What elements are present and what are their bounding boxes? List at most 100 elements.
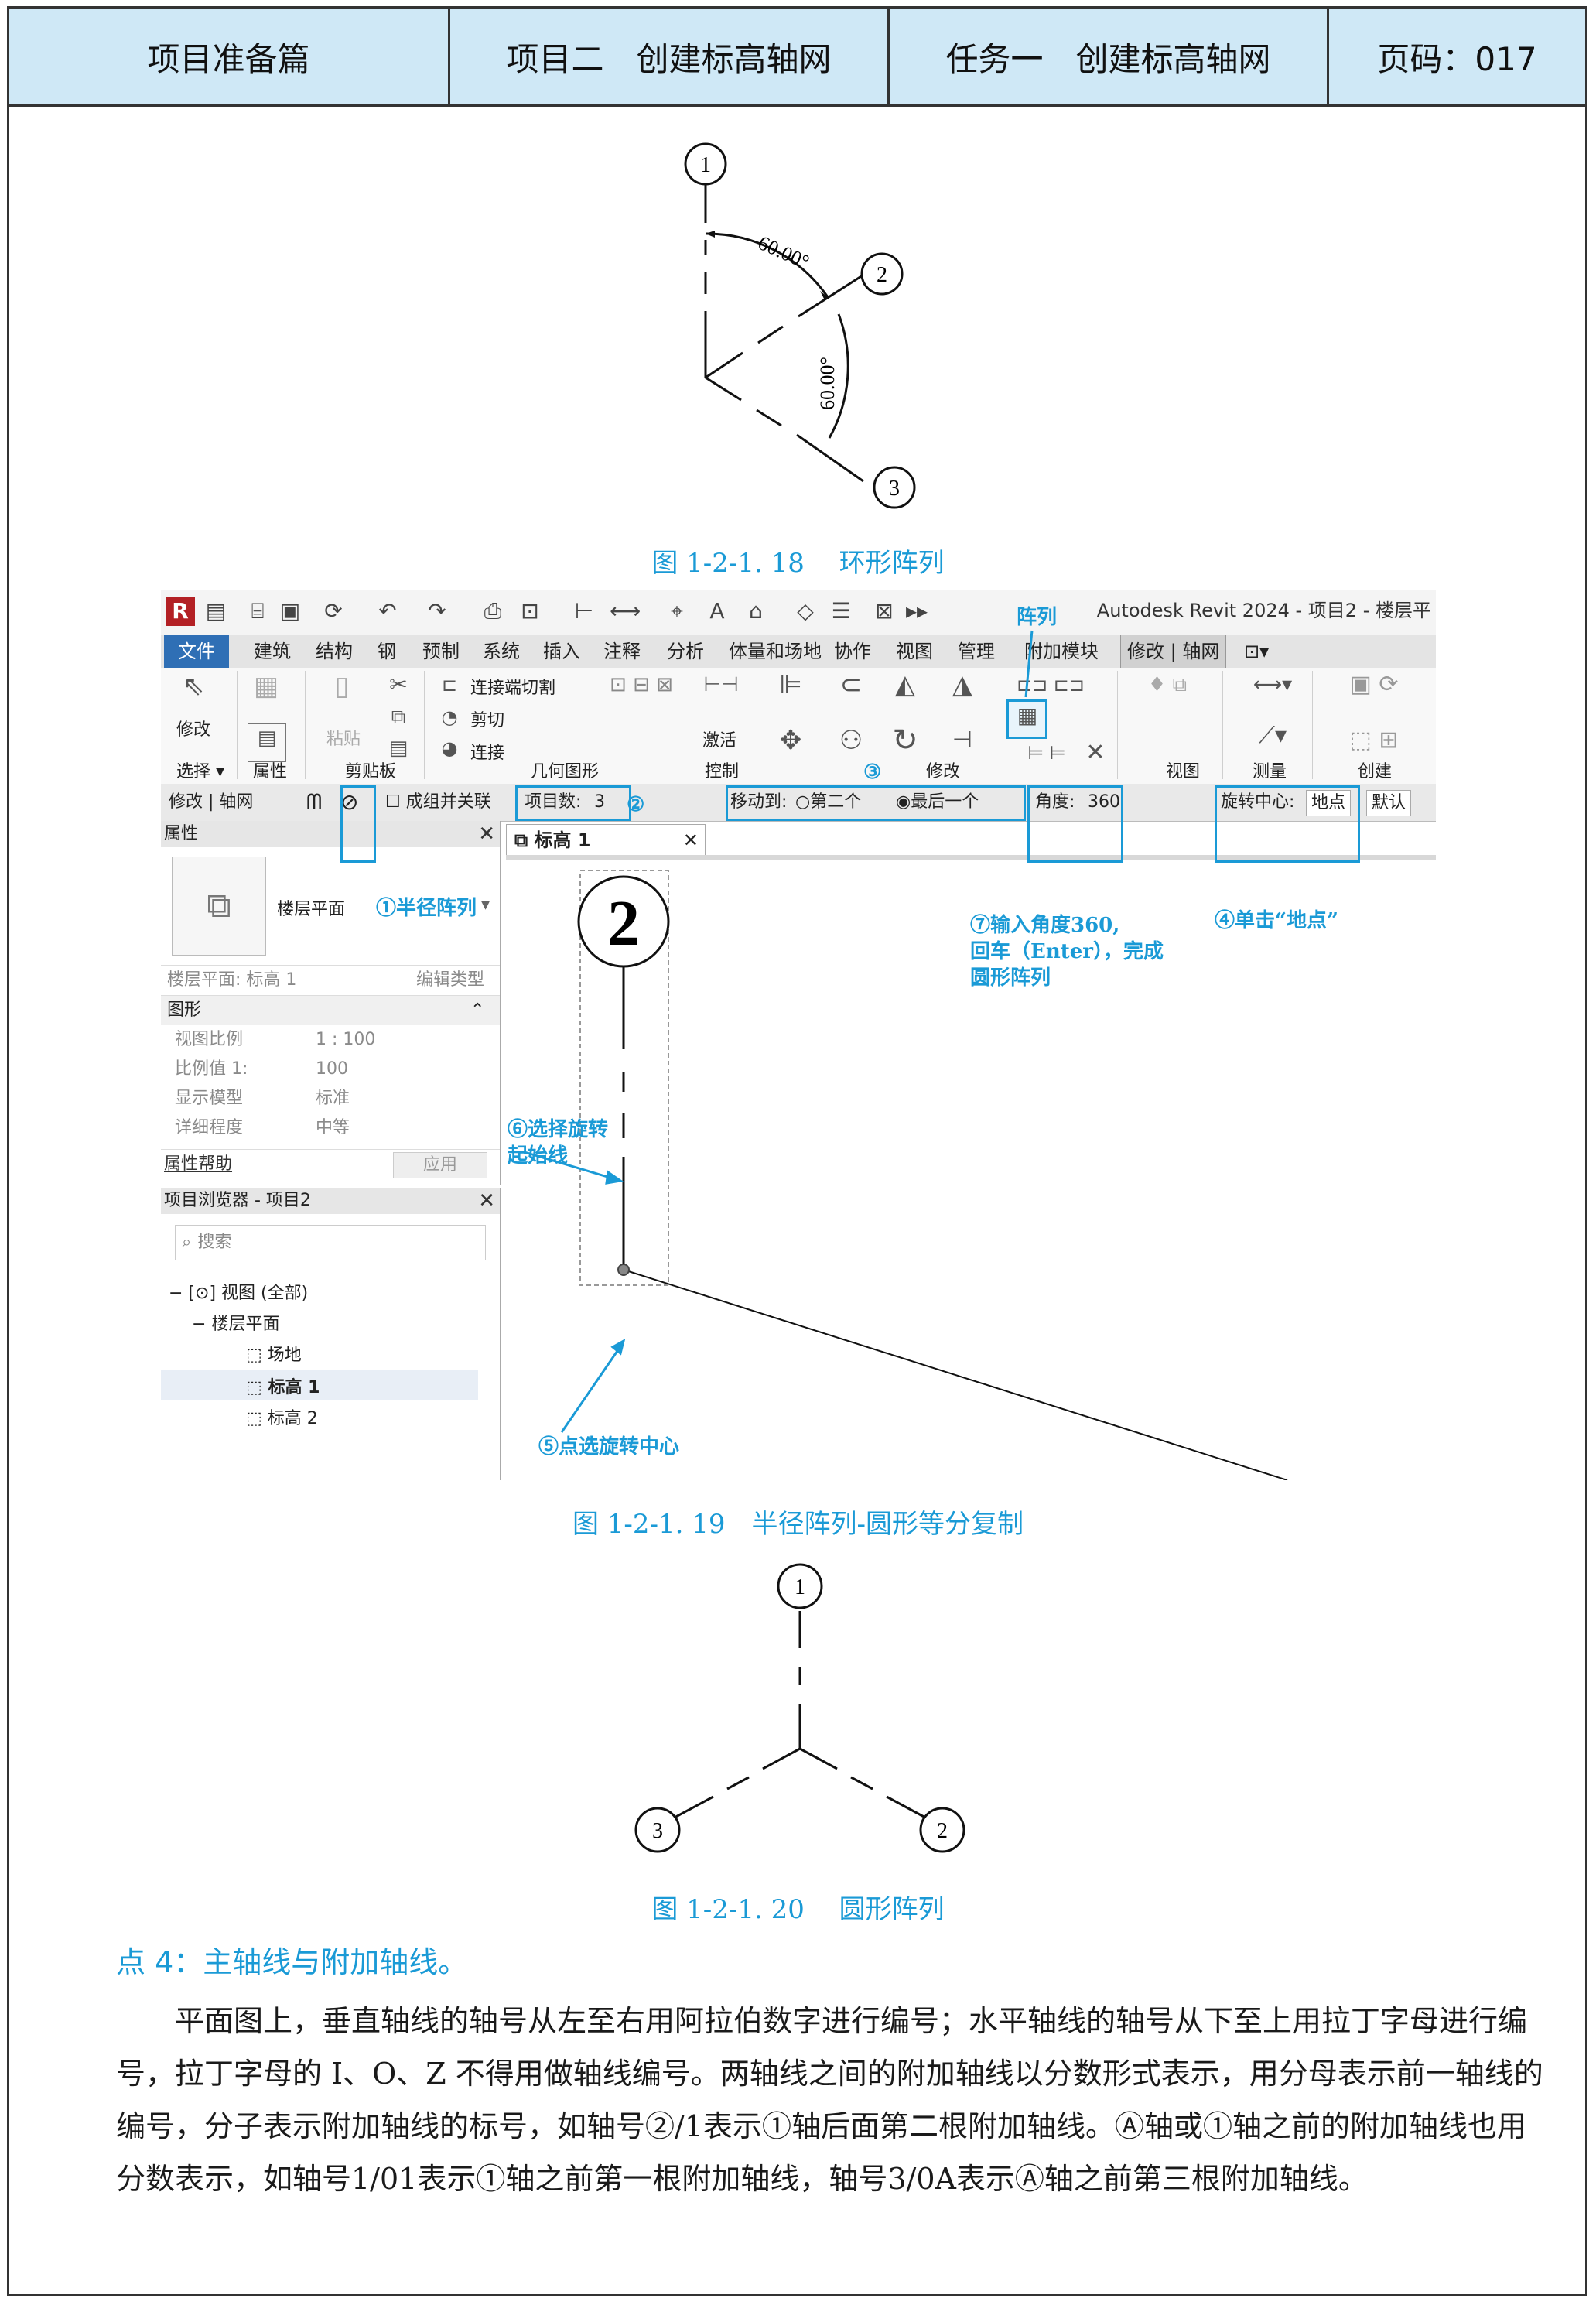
tree-floorplans-node[interactable]: − 楼层平面 [192, 1315, 280, 1334]
tree-item-level2[interactable]: ⬚ 标高 2 [246, 1409, 318, 1428]
join-geometry-icon[interactable]: ◕ [441, 737, 458, 759]
type-properties-icon[interactable]: ▦ [253, 671, 279, 702]
tab-addins[interactable]: 附加模块 [1024, 641, 1099, 662]
group-control: 控制 [704, 762, 739, 781]
browser-search-field[interactable]: ⌕搜索 [175, 1225, 486, 1260]
delete-icon[interactable]: ✕ [1085, 739, 1106, 766]
tab-analyze[interactable]: 分析 [667, 641, 704, 662]
property-row[interactable]: 比例值 1:100 [161, 1055, 500, 1084]
rotate-icon[interactable]: ↻ [892, 723, 918, 758]
tab-insert[interactable]: 插入 [543, 641, 580, 662]
properties-icon[interactable]: ▤ [248, 723, 286, 762]
cut-geometry-icon[interactable]: ◔ [441, 706, 458, 728]
mirror-pick-icon[interactable]: ◭ [894, 669, 916, 700]
3d-view-icon[interactable]: ⌂ [749, 598, 763, 624]
collapse-icon[interactable]: ⌃ [470, 1000, 485, 1020]
properties-help-link[interactable]: 属性帮助 [164, 1154, 233, 1174]
item-count-field[interactable]: 3 [594, 792, 605, 812]
instance-selector[interactable]: 楼层平面: 标高 1 编辑类型 [161, 965, 500, 996]
modify-cursor-icon[interactable]: ⇖ [182, 671, 205, 702]
activate-dimension-icon[interactable]: ⊢⊣ [703, 673, 739, 696]
group-associate-checkbox[interactable]: ☐ 成组并关联 [385, 792, 491, 812]
place-button[interactable]: 地点 [1306, 790, 1352, 816]
callout-place [1215, 785, 1360, 863]
graphics-section[interactable]: 图形⌃ [161, 996, 500, 1025]
measure-icon[interactable]: ⊡ [521, 598, 539, 624]
print-icon[interactable]: ⎙ [484, 598, 502, 624]
tab-collaborate[interactable]: 协作 [834, 641, 871, 662]
tab-file[interactable]: 文件 [164, 635, 229, 668]
copy-icon[interactable]: ⧉ [391, 706, 406, 729]
tab-structure[interactable]: 结构 [316, 641, 353, 662]
move-second-radio[interactable]: ○第二个 [795, 792, 862, 812]
section-icon[interactable]: ◇ [797, 598, 814, 624]
measure-tool-icon[interactable]: ⟷▾ [1253, 673, 1293, 696]
save-icon[interactable]: ▣ [279, 598, 301, 624]
geometry-tools-icons[interactable]: ⊡ ⊟ ⊠ [610, 673, 673, 696]
tab-annotate[interactable]: 注释 [603, 641, 641, 662]
scale-pin-icons[interactable]: ⊨ ⊨ [1027, 742, 1066, 764]
sync-icon[interactable]: ⟳ [324, 598, 343, 624]
redo-icon[interactable]: ↷ [428, 598, 446, 624]
create-group-icons[interactable]: ⬚ ⊞ [1349, 727, 1399, 754]
tree-views-node[interactable]: − [⊙] 视图 (全部) [169, 1284, 309, 1303]
align-icon[interactable]: ⊢ [574, 598, 594, 624]
match-icon[interactable]: ▤ [388, 737, 408, 760]
linear-array-icon[interactable]: ᗰ [306, 789, 323, 815]
tab-modify-grids[interactable]: 修改 | 轴网 [1120, 635, 1227, 668]
view-tools-icons[interactable]: ♦ ⧉ [1147, 673, 1188, 696]
apply-button[interactable]: 应用 [393, 1152, 487, 1178]
drawing-area[interactable]: 2 [506, 860, 1436, 1480]
align-tool-icon[interactable]: ⊫ [779, 669, 802, 700]
dimension-icon[interactable]: ⟷ [610, 598, 641, 624]
mirror-draw-icon[interactable]: ◮ [952, 669, 973, 700]
tab-view[interactable]: 视图 [896, 641, 933, 662]
trim-icon[interactable]: ⊣ [952, 727, 973, 754]
offset-icon[interactable]: ⊂ [839, 669, 863, 700]
tree-item-selected-bg [161, 1370, 478, 1400]
tab-manage[interactable]: 管理 [958, 641, 995, 662]
close-icon[interactable]: ✕ [478, 1189, 495, 1212]
more-icon[interactable]: ▸▸ [905, 598, 928, 624]
type-dropdown-icon[interactable]: ▾ [481, 895, 490, 915]
tab-massing-site[interactable]: 体量和场地 [729, 641, 822, 662]
view-tab[interactable]: ⧉ 标高 1✕ [506, 824, 706, 856]
close-hidden-icon[interactable]: ⊠ [875, 598, 894, 624]
grid-bubble[interactable] [577, 875, 670, 968]
move-icon[interactable]: ✥ [779, 725, 802, 756]
quick-access-home-icon[interactable]: ▤ [205, 598, 227, 624]
spot-icon[interactable]: ⌖ [671, 598, 683, 624]
tree-item-level1[interactable]: ⬚ 标高 1 [246, 1378, 320, 1397]
property-row[interactable]: 详细程度中等 [161, 1113, 500, 1143]
array-icon[interactable]: ▦ [1007, 700, 1047, 739]
tab-systems[interactable]: 系统 [483, 641, 520, 662]
tab-options-icon[interactable]: ⊡▾ [1244, 641, 1270, 662]
edit-type-button[interactable]: 编辑类型 [416, 970, 485, 990]
create-tools-icons[interactable]: ▣ ⟳ [1349, 671, 1399, 698]
tree-item-site[interactable]: ⬚ 场地 [246, 1346, 302, 1365]
thin-lines-icon[interactable]: ☰ [831, 598, 851, 624]
revit-logo: R [166, 597, 195, 626]
text-icon[interactable]: A [709, 598, 725, 624]
cut-scissors-icon[interactable]: ✂ [389, 672, 408, 697]
open-icon[interactable]: ⌸ [251, 598, 265, 624]
group-select[interactable]: 选择 ▾ [176, 762, 225, 781]
join-cut-icon[interactable]: ⊏ [441, 674, 458, 696]
close-icon[interactable]: ✕ [682, 829, 699, 851]
tab-architecture[interactable]: 建筑 [254, 641, 291, 662]
group-geometry: 几何图形 [530, 762, 599, 781]
close-icon[interactable]: ✕ [478, 822, 495, 846]
angle-field[interactable]: 360 [1088, 792, 1120, 812]
tab-steel[interactable]: 钢 [378, 641, 396, 662]
radial-array-icon[interactable]: ⊘ [340, 789, 359, 815]
dimension-tool-icon[interactable]: ⟋▾ [1258, 722, 1287, 749]
tab-precast[interactable]: 预制 [422, 641, 460, 662]
undo-icon[interactable]: ↶ [378, 598, 397, 624]
copy-tool-icon[interactable]: ⚇ [839, 725, 863, 756]
rotation-center-point[interactable] [617, 1264, 630, 1276]
paste-icon[interactable]: ▯ [334, 671, 350, 702]
property-row[interactable]: 显示模型标准 [161, 1084, 500, 1113]
move-last-radio[interactable]: ◉最后一个 [896, 792, 979, 812]
default-button[interactable]: 默认 [1366, 790, 1412, 816]
